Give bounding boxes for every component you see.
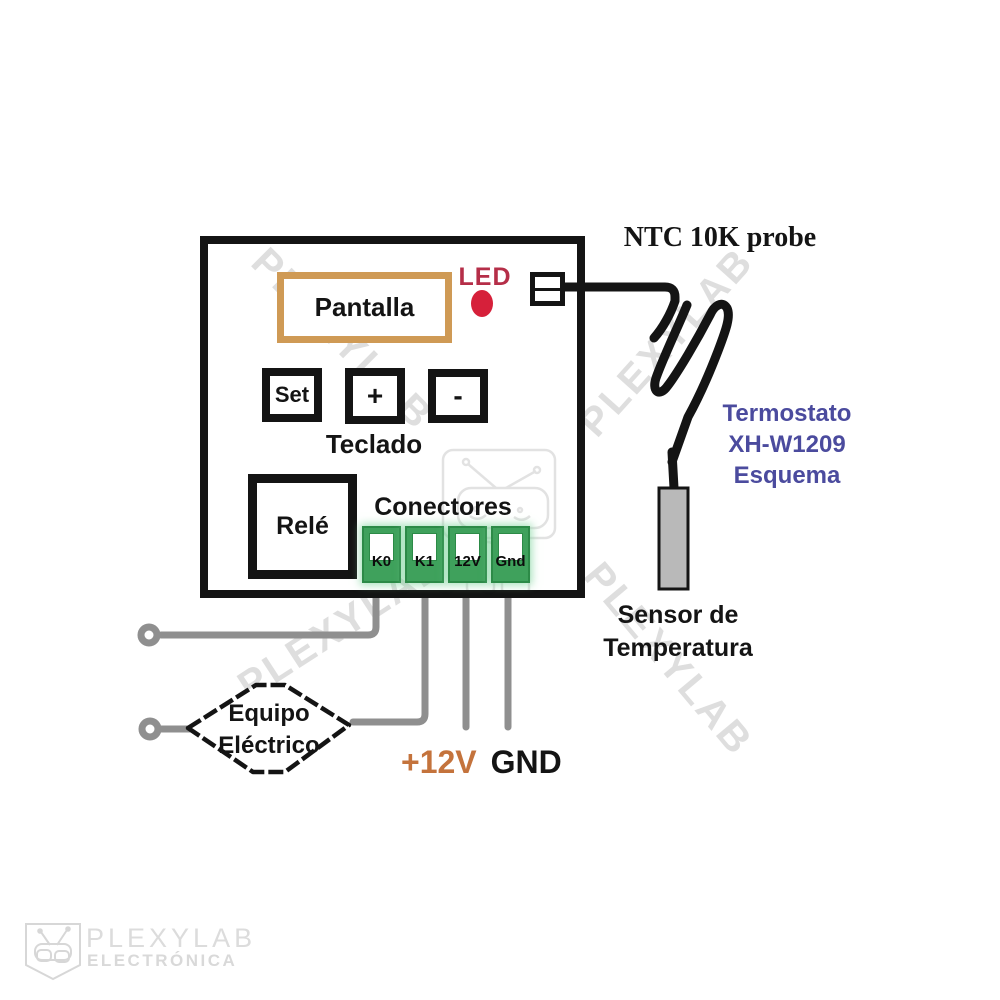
button-plus: + — [345, 368, 405, 424]
schematic-title-line1: Termostato — [722, 400, 852, 427]
power-labels: +12V GND — [401, 744, 562, 781]
probe-connector-divider — [535, 287, 560, 291]
probe-stub — [667, 447, 679, 493]
schematic-title-line2: XH-W1209 — [728, 431, 846, 458]
button-set-label: Set — [274, 382, 310, 407]
display-label: Pantalla — [314, 292, 415, 322]
brand-subtitle: ELECTRÓNICA — [87, 951, 238, 970]
probe-cable — [558, 282, 680, 343]
thermostat-board-outline — [200, 236, 585, 598]
keypad-label: Teclado — [325, 429, 423, 459]
led-label: LED — [458, 263, 512, 291]
relay-box: Relé — [248, 474, 357, 579]
wire-k1 — [349, 593, 429, 726]
connectors-label: Conectores — [374, 493, 512, 521]
terminal-k0: K0 — [362, 526, 401, 583]
probe-connector — [530, 272, 565, 306]
terminal-block: K0 K1 12V Gnd — [362, 526, 530, 583]
probe-title: NTC 10K probe — [623, 222, 817, 253]
terminal-label: Gnd — [495, 553, 526, 570]
terminal-12v: 12V — [448, 526, 487, 583]
button-minus: - — [428, 369, 488, 423]
relay-label: Relé — [276, 512, 329, 540]
display-box: Pantalla — [277, 272, 452, 343]
equipment-label: Equipo Eléctrico — [204, 698, 334, 762]
equipment-label-line2: Eléctrico — [218, 732, 320, 759]
schematic-title-line3: Esquema — [733, 462, 841, 489]
button-plus-label: + — [366, 380, 384, 411]
terminal-hole — [498, 533, 523, 561]
power-label-12v: +12V — [401, 744, 477, 780]
sensor-body — [657, 486, 690, 591]
brand-name: PLEXYLAB — [86, 923, 257, 953]
sensor-label-line2: Temperatura — [603, 634, 753, 662]
brand-logo-icon — [25, 923, 81, 981]
terminal-ring-icon — [138, 717, 162, 741]
sensor-label-line1: Sensor de — [617, 601, 739, 629]
terminal-k1: K1 — [405, 526, 444, 583]
wire-k0 — [157, 593, 380, 639]
power-label-gnd: GND — [490, 744, 562, 780]
terminal-hole — [369, 533, 394, 561]
terminal-label: 12V — [454, 553, 481, 570]
terminal-gnd: Gnd — [491, 526, 530, 583]
sensor-label: Sensor de Temperatura — [580, 599, 776, 665]
led-indicator-icon — [471, 290, 493, 317]
terminal-label: K1 — [414, 553, 435, 570]
button-set: Set — [262, 368, 322, 422]
terminal-ring-icon — [137, 623, 161, 647]
equipment-label-line1: Equipo — [228, 700, 310, 727]
terminal-label: K0 — [371, 553, 392, 570]
terminal-hole — [412, 533, 437, 561]
button-minus-label: - — [453, 380, 463, 411]
schematic-title: Termostato XH-W1209 Esquema — [706, 398, 868, 491]
equipment-hexagon — [185, 682, 352, 775]
probe-coil — [650, 299, 733, 467]
terminal-hole — [455, 533, 480, 561]
